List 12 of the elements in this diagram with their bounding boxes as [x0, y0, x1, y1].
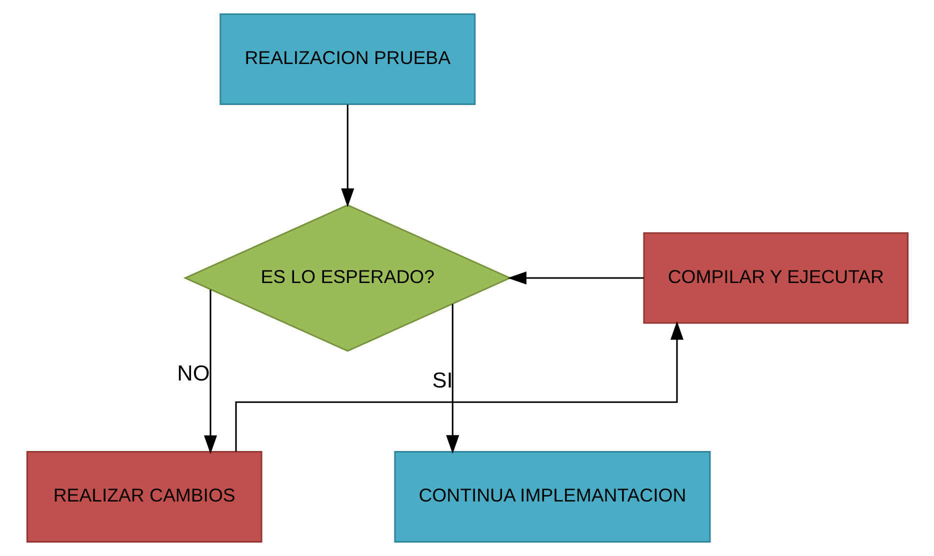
arrow	[446, 304, 459, 454]
node-box: REALIZACION PRUEBA	[219, 13, 476, 105]
node-box: REALIZAR CAMBIOS	[26, 451, 262, 543]
arrow	[507, 271, 644, 285]
node-box: COMPILAR Y EJECUTAR	[642, 232, 908, 324]
arrow	[340, 104, 354, 208]
node-diamond: ES LO ESPERADO?	[182, 204, 512, 352]
edge-label: SI	[432, 367, 452, 392]
node-box: CONTINUA IMPLEMANTACION	[394, 451, 710, 543]
arrow	[234, 321, 683, 452]
edge-label: NO	[176, 360, 210, 386]
arrow	[203, 290, 217, 454]
